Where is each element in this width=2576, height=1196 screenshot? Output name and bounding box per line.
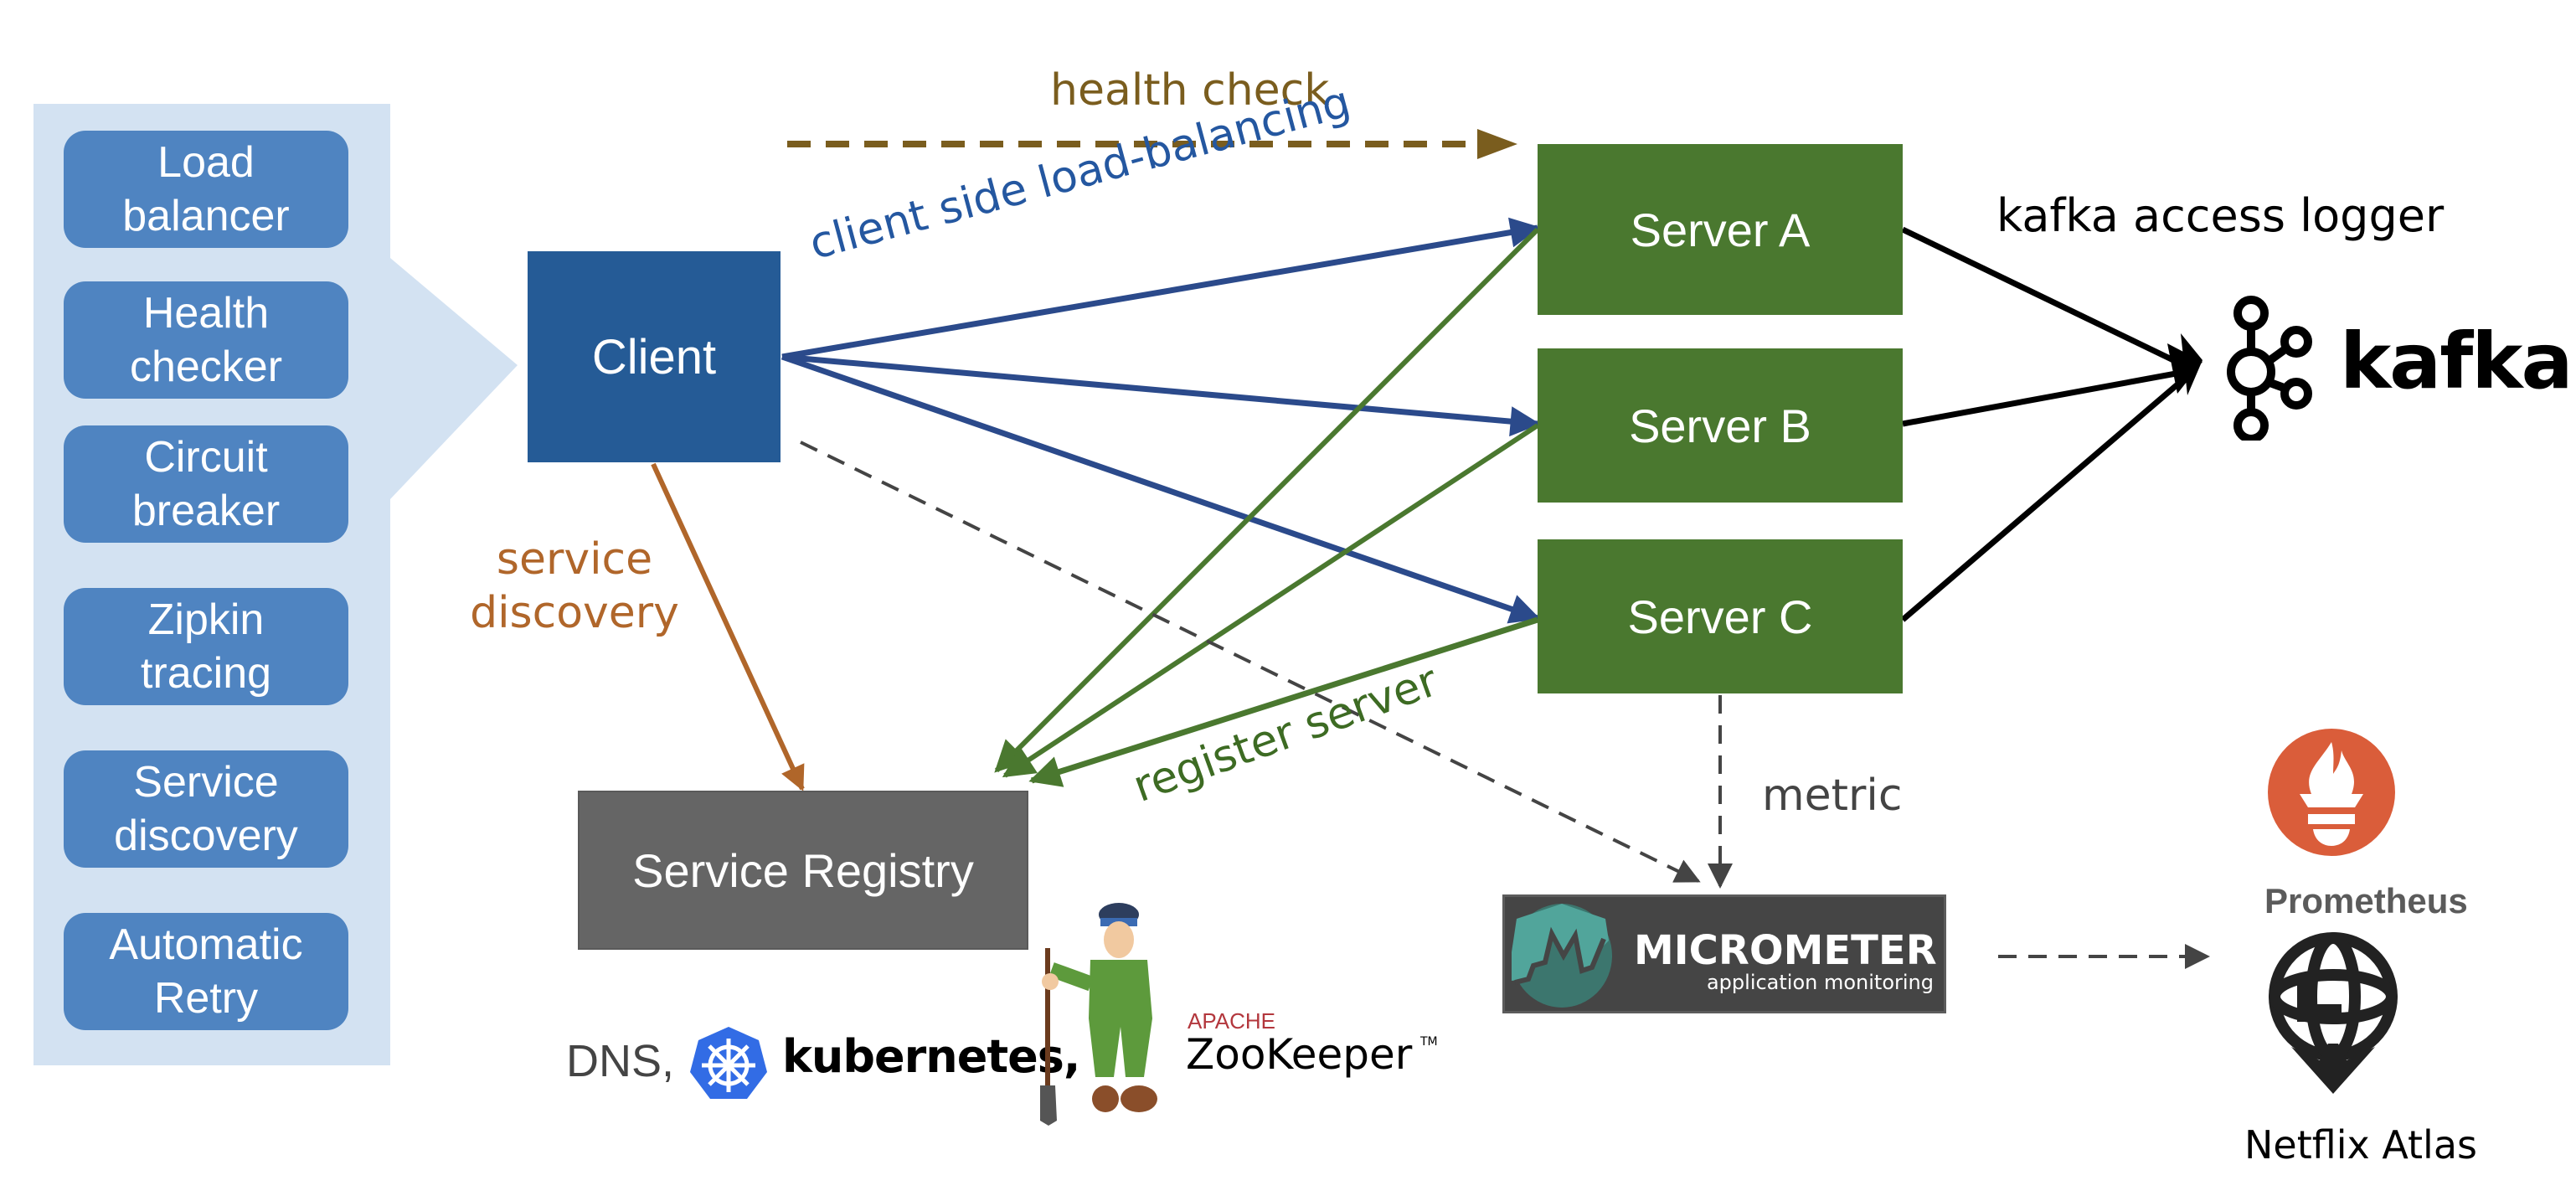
metric-label: metric bbox=[1762, 771, 1903, 821]
micrometer-title: MICROMETER bbox=[1634, 927, 1937, 974]
service-discovery-label: service discovery bbox=[470, 534, 679, 638]
kafka-arrow-c bbox=[1900, 368, 2197, 622]
tracing-dashed-arrow bbox=[800, 441, 1701, 883]
prometheus-label: Prometheus bbox=[2264, 881, 2468, 920]
lb-arrow-c bbox=[781, 353, 1541, 624]
client-node: Client bbox=[528, 251, 781, 462]
discovery-arrow bbox=[651, 462, 805, 791]
kubernetes-label: kubernetes, bbox=[782, 1030, 1080, 1083]
kafka-arrowhead bbox=[2167, 333, 2202, 395]
kafka-wordmark: kafka bbox=[2340, 317, 2573, 406]
dns-label: DNS, bbox=[566, 1036, 675, 1086]
kubernetes-icon bbox=[690, 1027, 767, 1099]
register-arrow-a bbox=[994, 227, 1540, 773]
apache-label: APACHE bbox=[1188, 1008, 1275, 1034]
lb-arrow-b bbox=[781, 353, 1541, 437]
feature-health-checker: Health checker bbox=[64, 281, 348, 399]
health-check-arrowhead bbox=[1477, 129, 1517, 159]
feature-zipkin-tracing: Zipkin tracing bbox=[64, 588, 348, 705]
health-check-label: health check bbox=[1050, 65, 1330, 116]
service-registry-node: Service Registry bbox=[578, 791, 1028, 950]
kafka-arrow-a bbox=[1901, 226, 2196, 374]
micrometer-logo: MICROMETER application monitoring bbox=[1502, 894, 1946, 1013]
kafka-arrow-b bbox=[1902, 367, 2195, 427]
micrometer-subtitle: application monitoring bbox=[1706, 971, 1934, 994]
prometheus-icon bbox=[2268, 729, 2395, 856]
feature-service-discovery: Service discovery bbox=[64, 750, 348, 868]
feature-automatic-retry: Automatic Retry bbox=[64, 913, 348, 1030]
feature-load-balancer: Load balancer bbox=[64, 131, 348, 248]
kafka-logo-icon bbox=[2227, 296, 2312, 441]
server-b-node: Server B bbox=[1538, 348, 1903, 503]
register-arrow-c bbox=[1028, 616, 1539, 787]
server-c-node: Server C bbox=[1538, 539, 1903, 693]
zookeeper-mascot-icon bbox=[1040, 903, 1157, 1126]
trademark-label: TM bbox=[1420, 1035, 1438, 1049]
netflix-atlas-label: Netflix Atlas bbox=[2244, 1122, 2477, 1168]
server-a-node: Server A bbox=[1538, 144, 1903, 315]
lb-arrow-a bbox=[781, 217, 1541, 360]
netflix-atlas-icon bbox=[2269, 932, 2398, 1094]
kafka-logger-label: kafka access logger bbox=[1996, 189, 2445, 242]
feature-circuit-breaker: Circuit breaker bbox=[64, 425, 348, 543]
register-arrow-b bbox=[1002, 423, 1539, 778]
micrometer-icon bbox=[1512, 904, 1612, 1008]
zookeeper-label: ZooKeeper bbox=[1186, 1030, 1413, 1079]
